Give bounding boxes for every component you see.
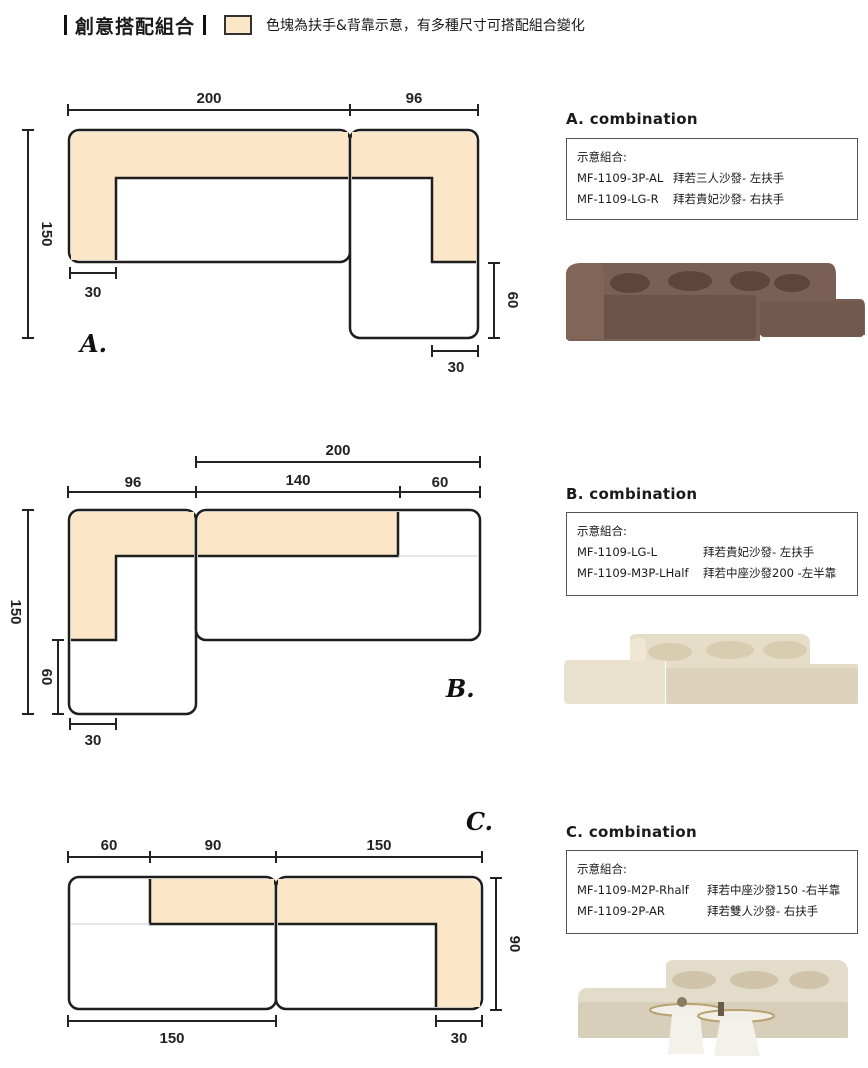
legend-swatch — [224, 15, 253, 35]
dim-b-top-60: 60 — [432, 474, 449, 491]
dim-b-left-60: 60 — [38, 669, 55, 686]
combo-a-item-2: MF-1109-LG-R 拜若貴妃沙發- 右扶手 — [577, 189, 847, 210]
sofa-b-backrest — [198, 512, 398, 556]
section-a-letter: A. — [78, 329, 107, 358]
dim-a-bottom-30: 30 — [85, 284, 102, 301]
dim-a-top-96: 96 — [406, 90, 423, 107]
dim-a-top-200: 200 — [196, 90, 221, 107]
dim-b-top-96: 96 — [125, 474, 142, 491]
combo-b-item-2: MF-1109-M3P-LHalf 拜若中座沙發200 -左半靠 — [577, 563, 847, 584]
dim-c-bottom-150: 150 — [159, 1030, 184, 1047]
combo-b-box: 示意組合: MF-1109-LG-L 拜若貴妃沙發- 左扶手 MF-1109-M… — [566, 512, 858, 596]
dim-b-top-200: 200 — [325, 442, 350, 459]
combo-b-item-1-desc: 拜若貴妃沙發- 左扶手 — [703, 545, 815, 559]
combo-b-item-2-desc: 拜若中座沙發200 -左半靠 — [703, 566, 837, 580]
page-title: 創意搭配組合 — [75, 15, 196, 38]
sofa-c-backrest — [150, 879, 274, 924]
diagram-b: 200 96 140 60 150 60 30 B. — [7, 442, 482, 749]
combo-b-title: B. combination — [566, 485, 698, 503]
dim-a-bottom-right-30: 30 — [448, 359, 465, 376]
dim-a-right-60: 60 — [504, 292, 521, 309]
page-header: 創意搭配組合 色塊為扶手&背靠示意，有多種尺寸可搭配組合變化 — [64, 10, 585, 40]
title-bar-left — [64, 15, 67, 35]
combo-c-item-1-model: MF-1109-M2P-Rhalf — [577, 883, 689, 897]
dim-c-top-60: 60 — [101, 837, 118, 854]
combo-a-item-1-model: MF-1109-3P-AL — [577, 171, 664, 185]
sofa-c-photo — [578, 960, 848, 1056]
sofa-b-photo — [564, 634, 858, 704]
combo-b-item-2-model: MF-1109-M3P-LHalf — [577, 566, 689, 580]
combo-a-label: 示意組合: — [577, 150, 627, 164]
title-bar-right — [203, 15, 207, 35]
dim-b-bottom-30: 30 — [85, 732, 102, 749]
combo-c-item-2: MF-1109-2P-AR 拜若雙人沙發- 右扶手 — [577, 901, 847, 922]
dim-c-top-90: 90 — [205, 837, 222, 854]
combo-c-box: 示意組合: MF-1109-M2P-Rhalf 拜若中座沙發150 -右半靠 M… — [566, 850, 858, 934]
combo-a-item-1: MF-1109-3P-AL 拜若三人沙發- 左扶手 — [577, 168, 847, 189]
combo-c-title: C. combination — [566, 823, 697, 841]
combo-b-item-1-model: MF-1109-LG-L — [577, 545, 657, 559]
combo-c-label: 示意組合: — [577, 862, 627, 876]
dim-c-right-90: 90 — [506, 936, 523, 953]
dim-b-left-150: 150 — [7, 599, 24, 624]
dim-c-bottom-30: 30 — [451, 1030, 468, 1047]
section-c-letter: C. — [466, 807, 493, 836]
sofa-a-armrest-right — [352, 132, 476, 262]
diagram-a: 200 96 150 30 60 30 A. — [22, 90, 521, 376]
sofa-b-armrest-left — [71, 512, 194, 640]
section-b-letter: B. — [445, 674, 475, 703]
sofa-a-armrest-left — [71, 132, 348, 260]
dim-a-left-150: 150 — [38, 221, 55, 246]
combo-c-item-1: MF-1109-M2P-Rhalf 拜若中座沙發150 -右半靠 — [577, 880, 847, 901]
legend-text: 色塊為扶手&背靠示意，有多種尺寸可搭配組合變化 — [266, 18, 585, 34]
combo-a-box: 示意組合: MF-1109-3P-AL 拜若三人沙發- 左扶手 MF-1109-… — [566, 138, 858, 220]
diagram-c: C. 60 90 150 90 150 30 — [67, 807, 523, 1047]
combo-a-item-2-desc: 拜若貴妃沙發- 右扶手 — [673, 192, 785, 206]
sofa-a-photo — [566, 263, 865, 341]
combo-b-label: 示意組合: — [577, 524, 627, 538]
combo-c-item-1-desc: 拜若中座沙發150 -右半靠 — [707, 883, 841, 897]
combo-c-item-2-desc: 拜若雙人沙發- 右扶手 — [707, 904, 819, 918]
dim-c-top-150: 150 — [366, 837, 391, 854]
combo-a-item-2-model: MF-1109-LG-R — [577, 192, 659, 206]
combo-b-item-1: MF-1109-LG-L 拜若貴妃沙發- 左扶手 — [577, 542, 847, 563]
sofa-c-armrest-right — [278, 879, 480, 1007]
combo-a-title: A. combination — [566, 110, 698, 128]
combo-a-item-1-desc: 拜若三人沙發- 左扶手 — [673, 171, 785, 185]
combo-c-item-2-model: MF-1109-2P-AR — [577, 904, 665, 918]
dim-b-top-140: 140 — [285, 472, 310, 489]
